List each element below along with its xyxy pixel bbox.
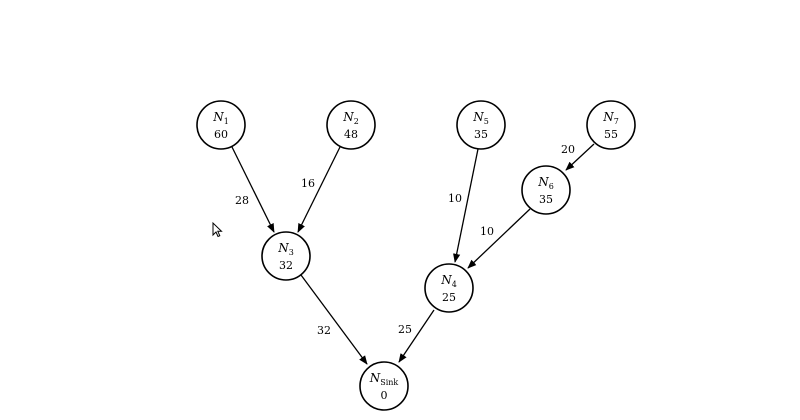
- node-n1-name: N1: [212, 110, 229, 126]
- edge-n7-n6: [565, 143, 595, 171]
- node-n6-name: N6: [537, 175, 554, 191]
- node-n1-base: N: [212, 110, 224, 124]
- node-n4: N4 25: [424, 263, 474, 313]
- node-n7-subscript: 7: [614, 117, 619, 126]
- node-n4-subscript: 4: [452, 280, 457, 289]
- node-n2: N2 48: [326, 100, 376, 150]
- node-n1-value: 60: [214, 128, 228, 141]
- node-sink-base: N: [369, 371, 381, 385]
- edge-label-n6-n4: 10: [480, 225, 494, 238]
- node-n7-name: N7: [602, 110, 619, 126]
- node-n2-value: 48: [344, 128, 358, 141]
- node-n3: N3 32: [261, 231, 311, 281]
- node-n5-value: 35: [474, 128, 488, 141]
- node-n5-subscript: 5: [484, 117, 489, 126]
- node-n4-circle: [424, 263, 474, 313]
- node-sink-name: NSink: [369, 371, 399, 387]
- node-n6-subscript: 6: [549, 182, 554, 191]
- node-n2-name: N2: [342, 110, 359, 126]
- node-n5-name: N5: [472, 110, 489, 126]
- node-n2-base: N: [342, 110, 354, 124]
- node-n6-value: 35: [539, 193, 553, 206]
- node-n2-circle: [326, 100, 376, 150]
- node-n5-base: N: [472, 110, 484, 124]
- node-n3-subscript: 3: [289, 248, 294, 257]
- node-n7-circle: [586, 100, 636, 150]
- node-n6: N6 35: [521, 165, 571, 215]
- edge-n6-n4: [467, 208, 531, 269]
- node-n4-base: N: [440, 273, 452, 287]
- node-sink-circle: [359, 361, 409, 411]
- edge-n4-sink: [398, 309, 435, 363]
- node-n3-base: N: [277, 241, 289, 255]
- edge-label-n7-n6: 20: [561, 143, 575, 156]
- mouse-pointer-icon: [212, 221, 223, 238]
- node-n6-base: N: [537, 175, 549, 189]
- node-n3-name: N3: [277, 241, 294, 257]
- node-sink: NSink 0: [359, 361, 409, 411]
- edge-labels: 28 16 32 10 20 10 25: [235, 143, 575, 337]
- edge-n1-n3: [231, 146, 275, 233]
- edge-label-n1-n3: 28: [235, 194, 249, 207]
- edge-label-n3-sink: 32: [317, 324, 331, 337]
- edges: [231, 143, 595, 365]
- edge-label-n5-n4: 10: [448, 192, 462, 205]
- node-n6-circle: [521, 165, 571, 215]
- node-n3-circle: [261, 231, 311, 281]
- node-n7-base: N: [602, 110, 614, 124]
- node-sink-value: 0: [381, 389, 388, 402]
- edge-n3-sink: [300, 274, 368, 365]
- edge-n2-n3: [297, 146, 341, 233]
- edge-label-n2-n3: 16: [301, 177, 315, 190]
- node-n4-name: N4: [440, 273, 457, 289]
- node-n1-circle: [196, 100, 246, 150]
- node-sink-subscript: Sink: [380, 378, 398, 387]
- node-n2-subscript: 2: [354, 117, 359, 126]
- node-n5: N5 35: [456, 100, 506, 150]
- edge-label-n4-sink: 25: [398, 323, 412, 336]
- node-n1: N1 60: [196, 100, 246, 150]
- node-n1-subscript: 1: [224, 117, 229, 126]
- node-n3-value: 32: [279, 259, 293, 272]
- node-n4-value: 25: [442, 291, 456, 304]
- edge-n5-n4: [453, 148, 479, 263]
- node-n7: N7 55: [586, 100, 636, 150]
- node-n7-value: 55: [604, 128, 618, 141]
- node-n5-circle: [456, 100, 506, 150]
